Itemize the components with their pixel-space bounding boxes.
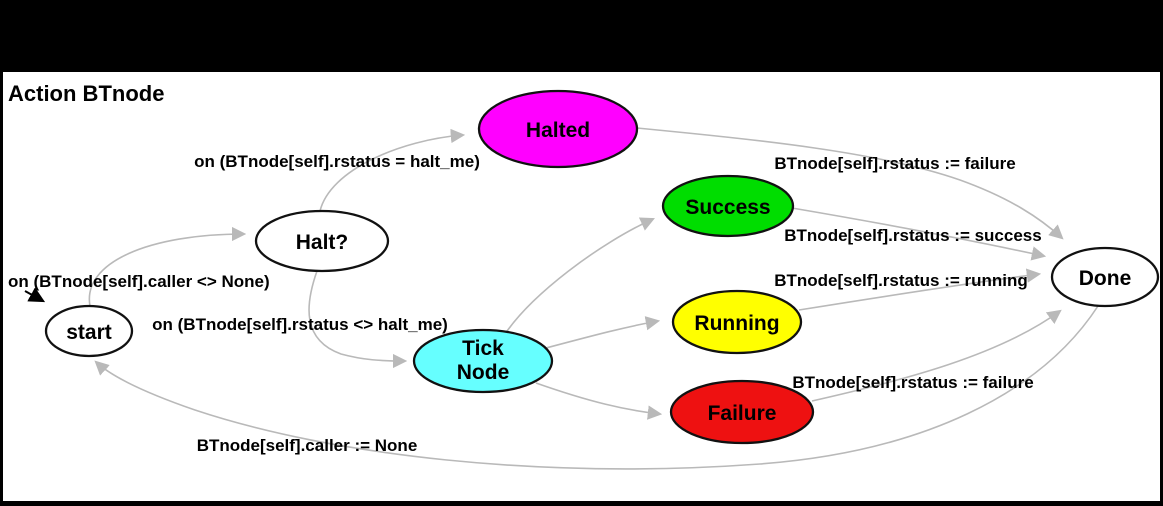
label-assign-success: BTnode[self].rstatus := success bbox=[784, 226, 1041, 245]
label-assign-failure-top: BTnode[self].rstatus := failure bbox=[774, 154, 1015, 173]
state-halt-label: Halt? bbox=[296, 231, 349, 254]
state-done bbox=[1050, 246, 1160, 308]
state-nodes bbox=[44, 89, 1160, 445]
state-start bbox=[44, 304, 134, 358]
edge-running-to-done bbox=[798, 268, 1042, 311]
label-guard-not-halt-me: on (BTnode[self].rstatus <> halt_me) bbox=[152, 315, 448, 334]
state-done-label: Done bbox=[1079, 267, 1132, 290]
transition-edges bbox=[24, 127, 1099, 470]
diagram-title: Action BTnode bbox=[8, 81, 164, 106]
state-failure bbox=[669, 379, 815, 445]
state-tick-node bbox=[412, 328, 554, 394]
edge-start-to-halt bbox=[88, 226, 247, 307]
label-assign-caller-none: BTnode[self].caller := None bbox=[197, 436, 418, 455]
state-tick-label-line1: Tick bbox=[462, 337, 504, 360]
edge-halted-to-done bbox=[636, 127, 1064, 240]
state-halt bbox=[254, 209, 390, 273]
label-assign-running: BTnode[self].rstatus := running bbox=[774, 271, 1028, 290]
label-assign-failure-bottom: BTnode[self].rstatus := failure bbox=[792, 373, 1033, 392]
state-running-label: Running bbox=[694, 312, 779, 335]
state-halted-label: Halted bbox=[526, 119, 590, 142]
state-tick-label-line2: Node bbox=[457, 361, 510, 384]
edge-success-to-done bbox=[791, 207, 1047, 261]
state-labels: start Halt? Halted Tick Node Success Run… bbox=[66, 119, 1131, 425]
label-guard-halt-me: on (BTnode[self].rstatus = halt_me) bbox=[194, 152, 480, 171]
label-guard-caller: on (BTnode[self].caller <> None) bbox=[8, 272, 270, 291]
edge-halt-to-tick bbox=[308, 270, 408, 369]
state-running bbox=[671, 289, 803, 355]
edge-tick-to-running bbox=[545, 316, 661, 349]
edge-tick-to-failure bbox=[535, 382, 663, 420]
state-start-label: start bbox=[66, 321, 112, 344]
state-halted bbox=[477, 89, 639, 169]
edge-done-to-start bbox=[94, 305, 1099, 470]
state-success-label: Success bbox=[685, 196, 770, 219]
state-failure-label: Failure bbox=[708, 402, 777, 425]
edge-failure-to-done bbox=[811, 309, 1062, 402]
edge-tick-to-success bbox=[502, 217, 655, 338]
transition-labels: on (BTnode[self].caller <> None) on (BTn… bbox=[8, 152, 1042, 455]
initial-state-arrow bbox=[24, 287, 46, 303]
edge-halt-to-halted bbox=[319, 128, 466, 212]
state-success bbox=[661, 174, 795, 238]
